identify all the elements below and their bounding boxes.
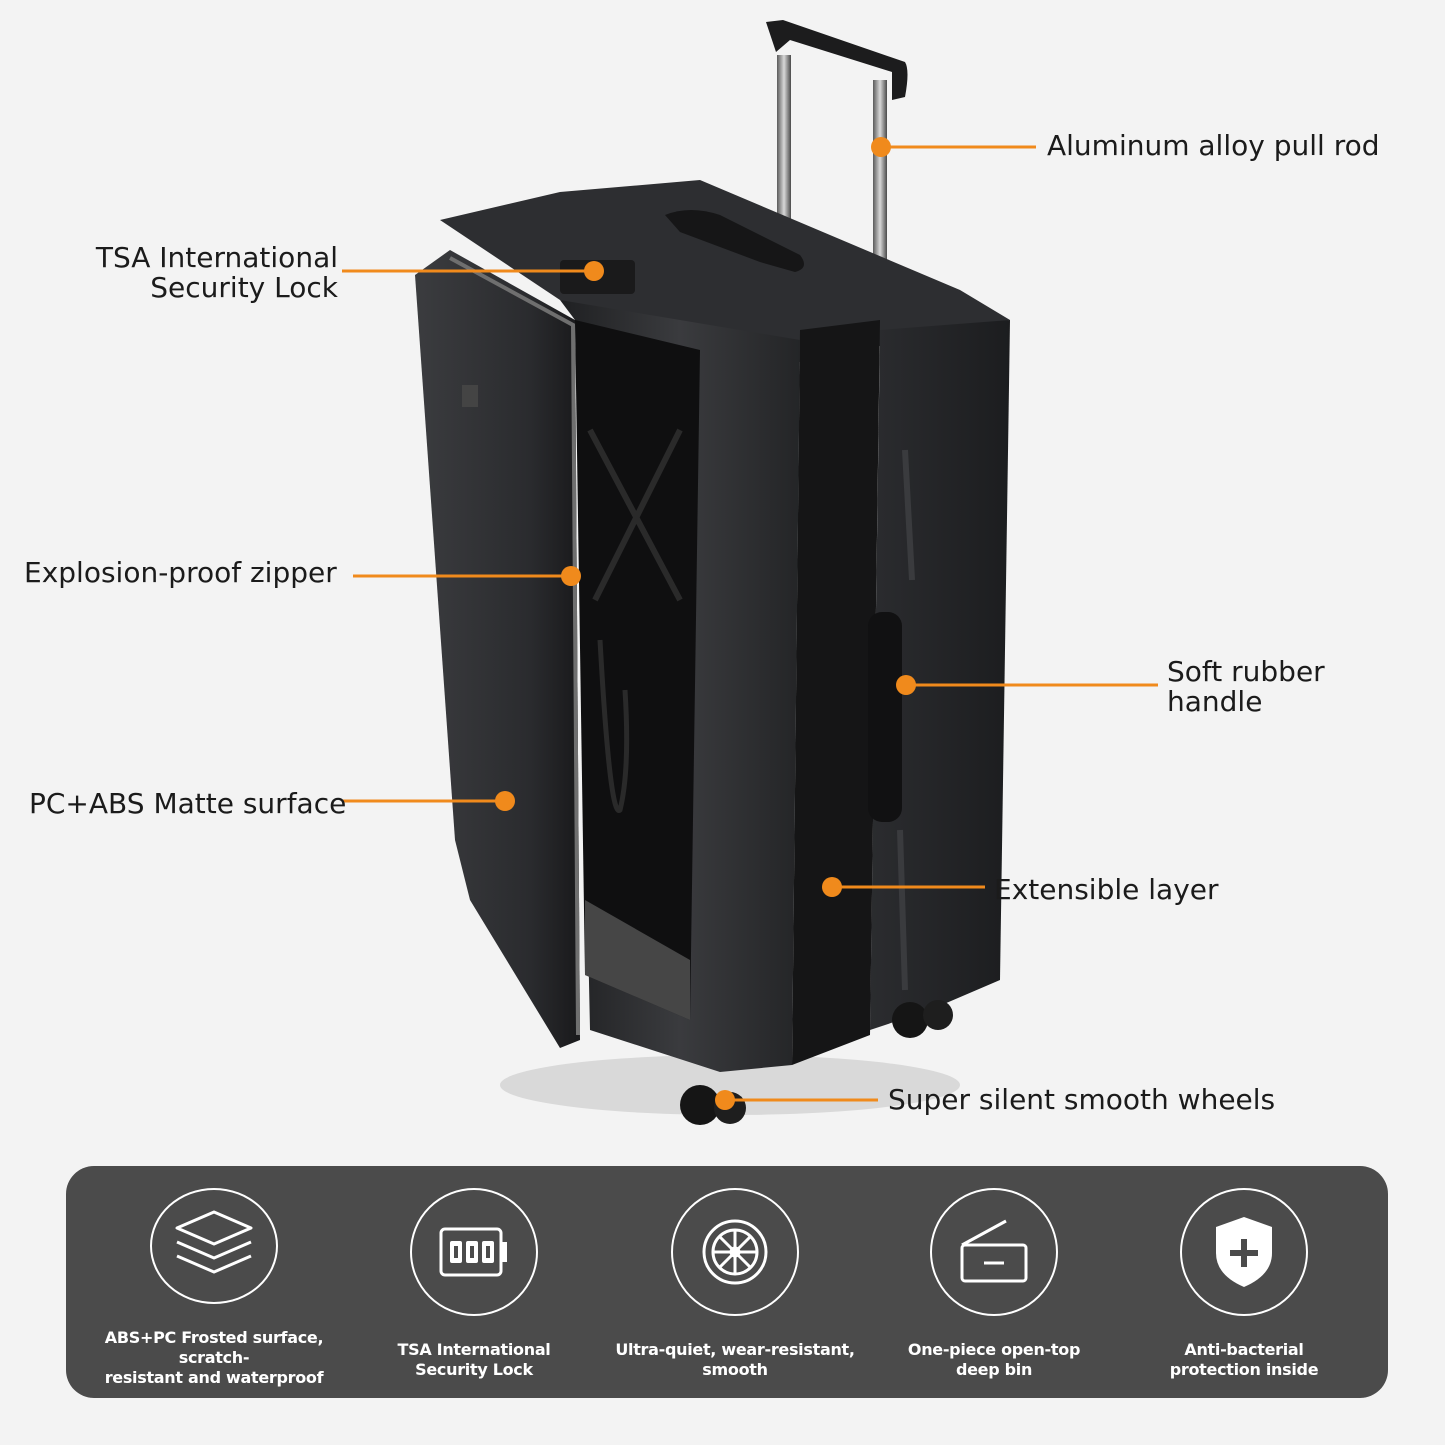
feature-item: Ultra-quiet, wear-resistant, smooth [605,1188,865,1388]
callout-zipper: Explosion-proof zipper [24,556,337,589]
pull-rod-grip [766,20,908,100]
interior-straps [587,428,683,602]
side-handle [868,612,902,822]
callout-lines [342,145,1158,1102]
feature-icon-circle [410,1188,538,1316]
feature-label: TSA International Security Lock [397,1340,551,1379]
callout-dots [495,137,916,1110]
feature-icon-circle [150,1188,278,1304]
layers-icon [175,1210,253,1274]
callout-handle: Soft rubber handle [1167,655,1325,718]
feature-icon-circle [930,1188,1058,1316]
feature-label: One-piece open-top deep bin [907,1340,1081,1379]
shield-plus-icon [1216,1217,1272,1287]
case-interior [575,320,700,1020]
expansion-strip [792,320,880,1065]
combination-lock-icon [439,1227,507,1277]
feature-item: One-piece open-top deep bin [864,1188,1124,1388]
pull-rod-left [777,55,791,230]
top-carry-handle [665,210,804,272]
callout-layer: Extensible layer [994,873,1219,906]
callout-surface: PC+ABS Matte surface [29,787,347,820]
suitcase-image [342,20,1158,1125]
feature-label: ABS+PC Frosted surface, scratch- resista… [104,1328,324,1387]
callout-tsa-lock: TSA International Security Lock [95,241,338,304]
features-panel: ABS+PC Frosted surface, scratch- resista… [66,1166,1388,1398]
brand-badge [462,385,478,407]
wheel-icon [702,1219,768,1285]
feature-item: Anti-bacterial protection inside [1114,1188,1374,1388]
feature-label: Ultra-quiet, wear-resistant, smooth [615,1340,855,1379]
pull-rod-right [873,80,887,265]
feature-item: ABS+PC Frosted surface, scratch- resista… [84,1188,344,1388]
feature-label: Anti-bacterial protection inside [1169,1340,1319,1379]
callout-wheels: Super silent smooth wheels [888,1083,1276,1116]
feature-item: TSA International Security Lock [344,1188,604,1388]
callout-pull-rod: Aluminum alloy pull rod [1047,129,1380,162]
open-bin-icon [960,1219,1028,1283]
feature-icon-circle [671,1188,799,1316]
door-zipper-edge [449,256,580,1036]
feature-icon-circle [1180,1188,1308,1316]
front-door [415,250,580,1048]
